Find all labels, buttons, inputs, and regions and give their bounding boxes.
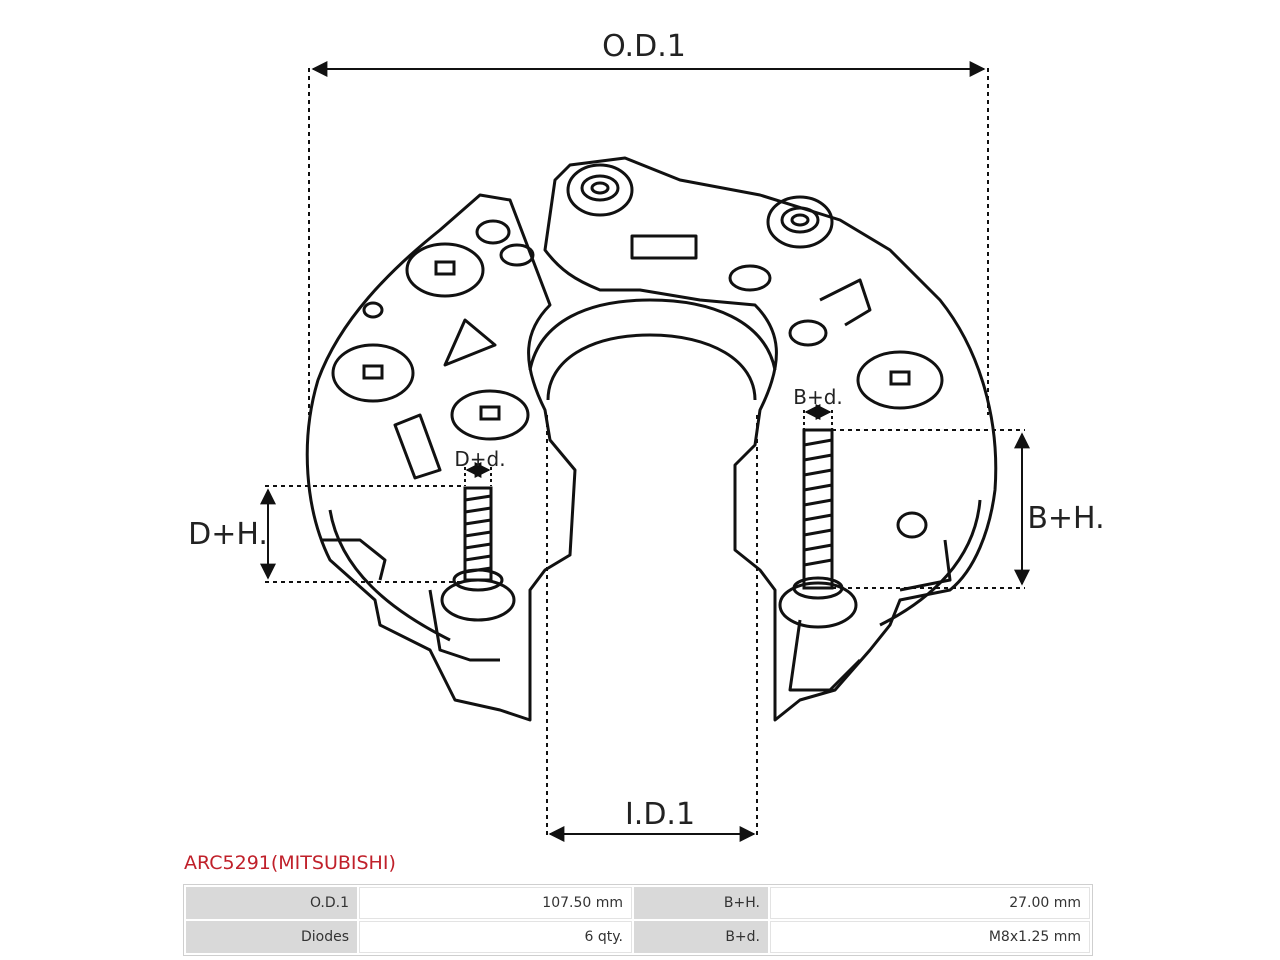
mounting-holes [362, 219, 928, 539]
bolt-d [440, 486, 516, 622]
spec-label: Diodes [186, 921, 357, 953]
rectifier-body [305, 156, 998, 722]
spec-table: O.D.1 107.50 mm B+H. 27.00 mm Diodes 6 q… [183, 884, 1093, 956]
bolt-b [778, 428, 858, 629]
spec-value: M8x1.25 mm [770, 921, 1090, 953]
markings [393, 234, 872, 480]
rectifier-diagram: O.D.1 I.D.1 D+H. D+d. B+H. B+d. [188, 29, 1105, 842]
spec-label: B+d. [634, 921, 768, 953]
dd-label: D+d. [454, 447, 505, 471]
spec-value: 107.50 mm [359, 887, 632, 919]
table-row: Diodes 6 qty. B+d. M8x1.25 mm [186, 921, 1090, 953]
bd-label: B+d. [793, 385, 843, 409]
od1-label: O.D.1 [602, 29, 686, 64]
part-title: ARC5291(MITSUBISHI) [184, 852, 396, 874]
dh-label: D+H. [188, 517, 268, 552]
terminal-posts [566, 163, 834, 249]
spec-label: O.D.1 [186, 887, 357, 919]
spec-value: 27.00 mm [770, 887, 1090, 919]
diode-pads [331, 242, 944, 441]
spec-label: B+H. [634, 887, 768, 919]
table-row: O.D.1 107.50 mm B+H. 27.00 mm [186, 887, 1090, 919]
id1-label: I.D.1 [625, 797, 695, 832]
bh-label: B+H. [1027, 501, 1104, 536]
dimension-lines [260, 61, 1030, 842]
spec-value: 6 qty. [359, 921, 632, 953]
